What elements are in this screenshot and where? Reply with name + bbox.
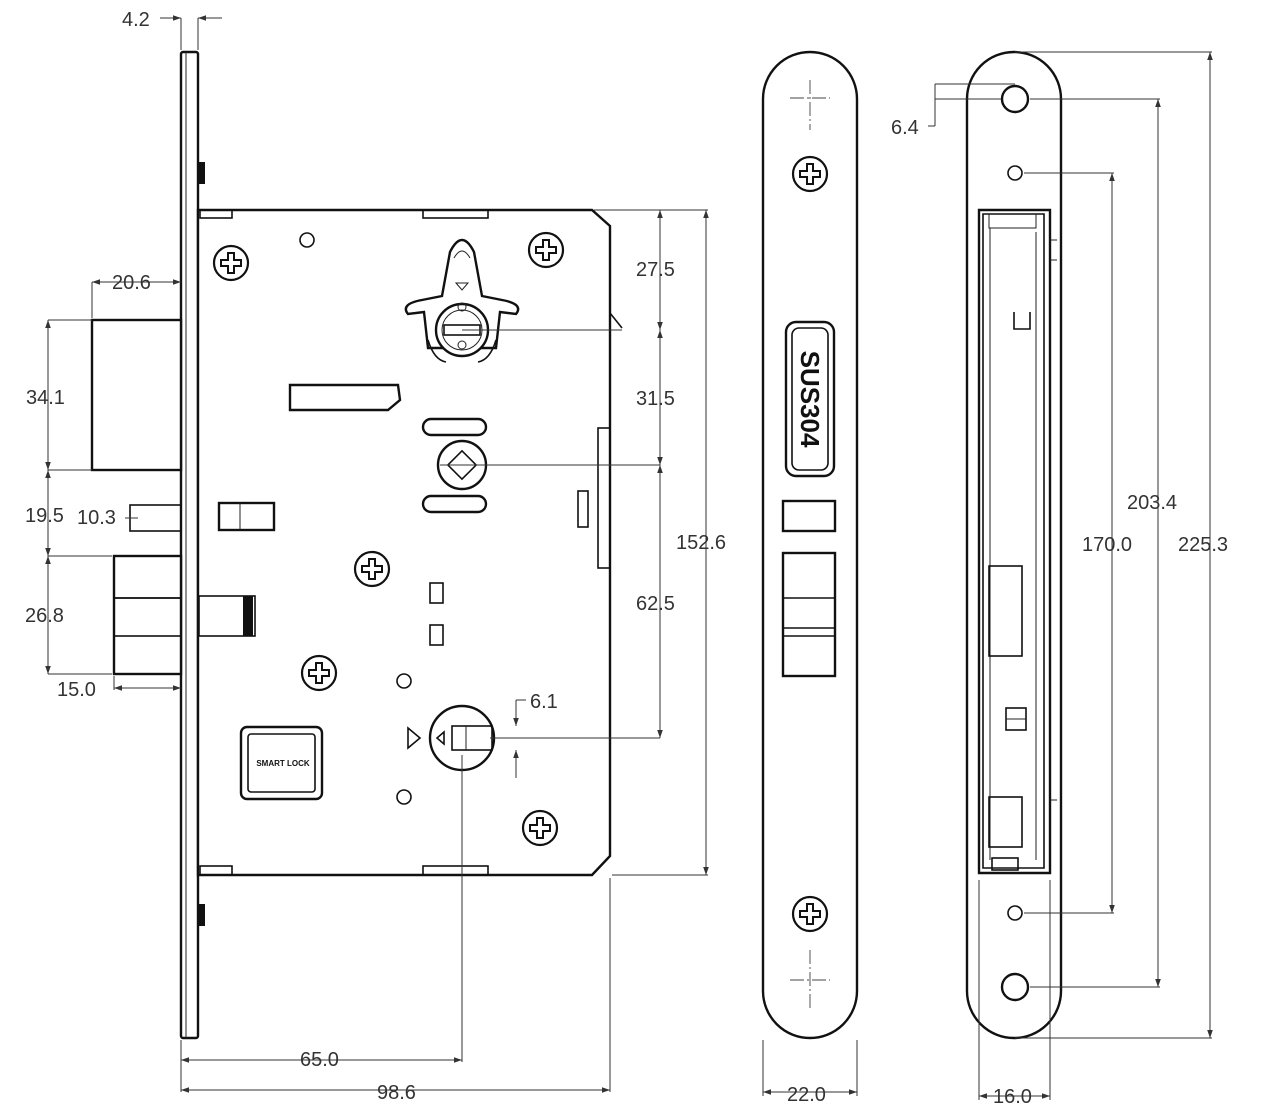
faceplate-side xyxy=(179,50,200,1040)
front-faceplate-view: SUS304 xyxy=(761,50,859,1040)
latch-bolt xyxy=(90,318,183,472)
edge-view xyxy=(965,50,1063,1040)
dim-hole-span-inner: 170.0 xyxy=(1082,534,1132,556)
center-lines xyxy=(440,329,660,1062)
dim-case-depth: 98.6 xyxy=(377,1082,416,1104)
dim-thumb-slot: 6.1 xyxy=(530,691,558,713)
dim-faceplate-width: 22.0 xyxy=(787,1084,826,1106)
dim-case-height: 152.6 xyxy=(676,532,726,554)
dim-screw-hole-offset: 6.4 xyxy=(891,117,919,139)
screw-icon xyxy=(300,654,338,692)
deadbolt xyxy=(112,554,183,676)
dim-small-plunger: 10.3 xyxy=(77,507,116,529)
screw-icon xyxy=(791,155,829,193)
dimension-lines xyxy=(45,15,1213,1100)
dim-top-to-cylinder: 27.5 xyxy=(636,259,675,281)
dim-gap-latch-bolt: 19.5 xyxy=(25,505,64,527)
dim-deadbolt-height: 26.8 xyxy=(25,605,64,627)
sus304-stamp: SUS304 xyxy=(795,351,825,448)
faceplate-front xyxy=(761,50,859,1040)
screw-icon xyxy=(212,244,250,282)
screw-icon xyxy=(527,231,565,269)
dim-handle-to-key: 62.5 xyxy=(636,593,675,615)
dim-cylinder-to-handle: 31.5 xyxy=(636,388,675,410)
screw-icon xyxy=(791,895,829,933)
dim-case-width: 16.0 xyxy=(993,1086,1032,1108)
dim-backset: 65.0 xyxy=(300,1049,339,1071)
dim-deadbolt-throw: 15.0 xyxy=(57,679,96,701)
smart-lock-label: SMART LOCK xyxy=(256,759,310,768)
screw-icon xyxy=(521,809,559,847)
dim-faceplate-length: 225.3 xyxy=(1178,534,1228,556)
smart-lock-label-plate xyxy=(239,725,324,801)
side-view: SMART LOCK xyxy=(90,50,623,1040)
dimension-labels: 4.2 20.6 34.1 19.5 10.3 26.8 15.0 27.5 3… xyxy=(25,9,1228,1108)
dim-latch-height: 34.1 xyxy=(26,387,65,409)
lock-case xyxy=(196,208,612,877)
dim-latch-throw: 20.6 xyxy=(112,272,151,294)
dim-hole-span-outer: 203.4 xyxy=(1127,492,1177,514)
screw-icon xyxy=(353,550,391,588)
dim-faceplate-thickness: 4.2 xyxy=(122,9,150,31)
